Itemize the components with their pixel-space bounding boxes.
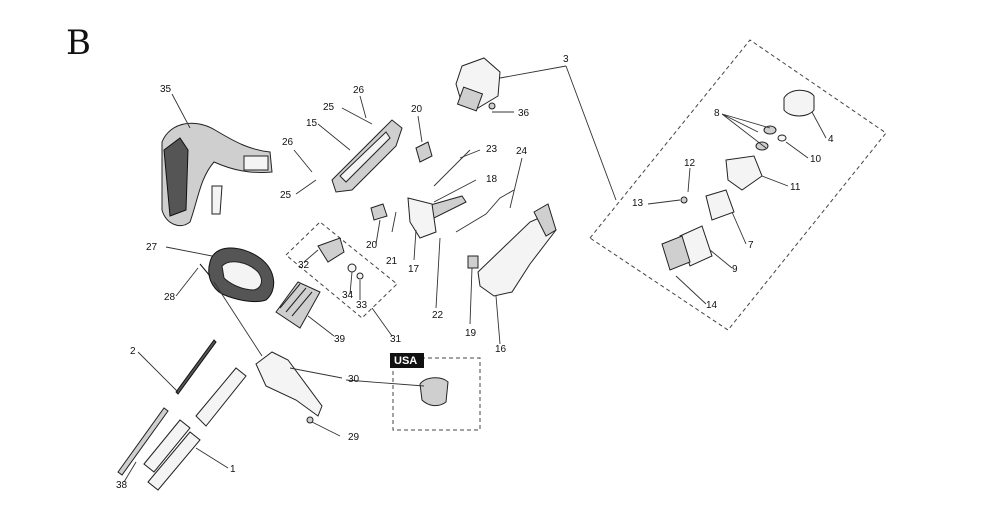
callout-11: 11 [790, 182, 801, 193]
part-throttle-plate [317, 237, 345, 263]
callout-19: 19 [465, 328, 477, 339]
callout-30: 30 [348, 374, 360, 385]
callout-3: 3 [563, 54, 569, 65]
callout-38: 38 [116, 480, 128, 491]
part-nut-33 [356, 272, 364, 280]
callout-2: 2 [130, 346, 136, 357]
callout-24: 24 [516, 146, 528, 157]
part-nut-29 [306, 416, 314, 424]
part-handle-loop [208, 247, 275, 303]
callout-17: 17 [408, 264, 420, 275]
part-screw-36 [488, 102, 496, 110]
part-shield-14 [661, 235, 691, 271]
usa-badge [390, 353, 424, 368]
callout-8: 8 [714, 108, 720, 119]
callout-21: 21 [386, 256, 398, 267]
callout-20-lower: 20 [366, 240, 378, 251]
group-box-usa [392, 357, 481, 431]
part-bolt-28 [199, 263, 211, 277]
part-gear-head [455, 57, 501, 112]
part-shaft [143, 367, 247, 491]
part-rear-handle [477, 203, 557, 297]
part-gear-housing-11 [725, 155, 763, 191]
part-clamp-upper [415, 141, 433, 163]
section-letter: B [66, 23, 91, 63]
callout-32: 32 [298, 260, 310, 271]
part-switch-wires [455, 189, 515, 233]
part-handle-bracket [331, 119, 403, 193]
part-shoulder-harness [161, 122, 273, 226]
callout-22: 22 [432, 310, 444, 321]
callout-25-lower: 25 [280, 190, 292, 201]
callout-31: 31 [390, 334, 402, 345]
part-gear-7 [705, 189, 735, 221]
part-usa-grip [419, 377, 449, 407]
group-box-head-assembly [589, 39, 887, 331]
part-grip [275, 281, 321, 329]
callout-18: 18 [486, 174, 498, 185]
callout-34: 34 [342, 290, 354, 301]
callout-1: 1 [230, 464, 236, 475]
callout-36: 36 [518, 108, 530, 119]
part-bearing-upper [763, 125, 777, 135]
callout-29: 29 [348, 432, 360, 443]
callout-15: 15 [306, 118, 318, 129]
callout-4: 4 [828, 134, 834, 145]
callout-27: 27 [146, 242, 158, 253]
part-lever-17 [407, 197, 437, 239]
usa-badge-label: USA [394, 355, 417, 367]
part-throttle-cable [433, 149, 471, 187]
part-clamp-lower [370, 203, 388, 221]
part-screw-13 [680, 196, 688, 204]
part-handle-30 [255, 351, 323, 417]
part-switch-19 [467, 255, 479, 269]
callout-35: 35 [160, 84, 172, 95]
callout-9: 9 [732, 264, 738, 275]
group-box-throttle [285, 221, 398, 319]
callout-12: 12 [684, 158, 696, 169]
part-drive-shaft [175, 339, 217, 395]
callout-33: 33 [356, 300, 368, 311]
callout-16: 16 [495, 344, 507, 355]
callout-14: 14 [706, 300, 718, 311]
part-liner [117, 407, 169, 476]
part-washer-34 [347, 263, 357, 273]
callout-13: 13 [632, 198, 644, 209]
callout-39: 39 [334, 334, 346, 345]
callout-28: 28 [164, 292, 176, 303]
callout-23: 23 [486, 144, 498, 155]
callout-20-upper: 20 [411, 104, 423, 115]
part-bearing-lower [755, 141, 769, 151]
part-knob [783, 89, 815, 117]
callout-25-upper: 25 [323, 102, 335, 113]
callout-26-upper: 26 [353, 85, 365, 96]
callout-10: 10 [810, 154, 822, 165]
callout-7: 7 [748, 240, 754, 251]
part-ring-10 [777, 134, 787, 142]
callout-26-lower: 26 [282, 137, 294, 148]
